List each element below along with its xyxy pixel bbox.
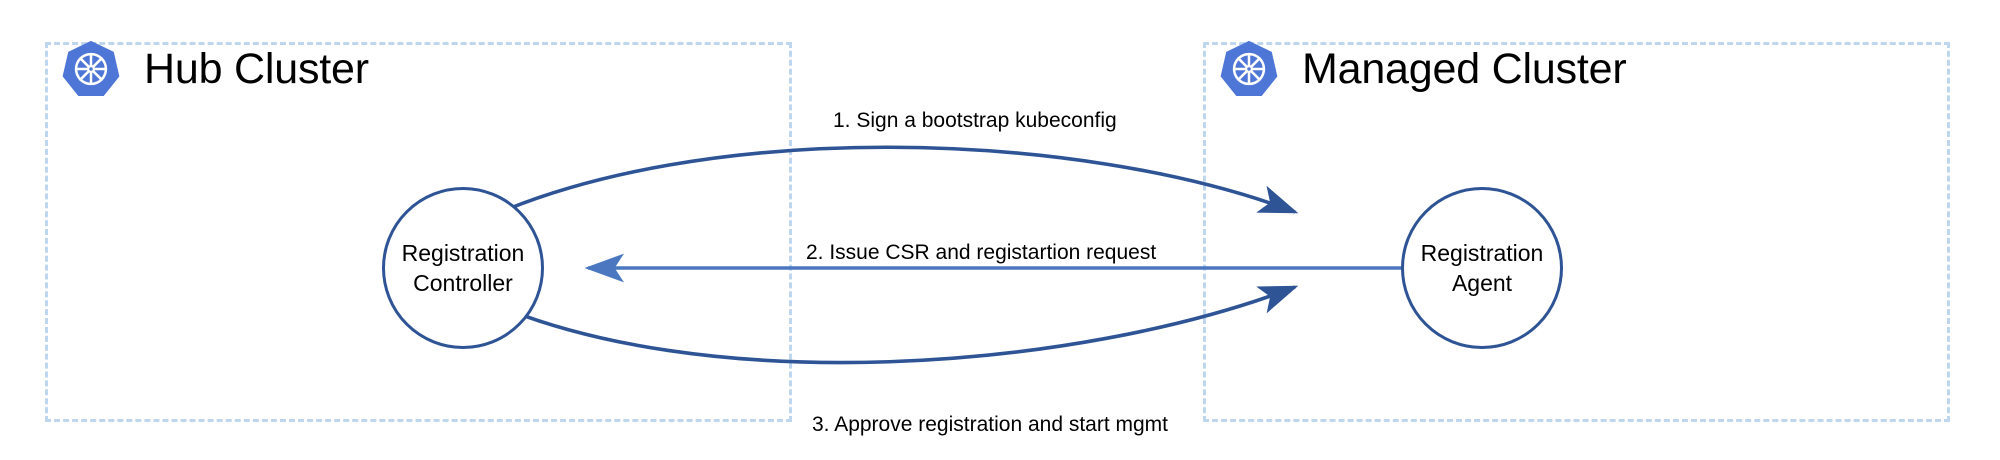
- registration-agent-node[interactable]: Registration Agent: [1401, 187, 1563, 349]
- registration-controller-label-line-1: Registration: [401, 239, 525, 266]
- managed-cluster-header: Managed Cluster: [1218, 38, 1627, 100]
- hub-cluster-boundary: [45, 42, 792, 422]
- hub-cluster-title: Hub Cluster: [144, 44, 369, 93]
- flow-label-step-1: 1. Sign a bootstrap kubeconfig: [833, 109, 1117, 132]
- registration-agent-label-line-2: Agent: [1451, 270, 1513, 296]
- registration-controller-label-line-2: Controller: [413, 270, 513, 296]
- managed-cluster-title: Managed Cluster: [1302, 44, 1627, 93]
- managed-cluster-boundary: [1203, 42, 1950, 422]
- kubernetes-icon: [1220, 40, 1278, 97]
- kubernetes-icon: [62, 40, 120, 97]
- flow-label-step-2: 2. Issue CSR and registartion request: [806, 241, 1157, 264]
- hub-cluster-header: Hub Cluster: [60, 38, 369, 100]
- flow-label-step-3: 3. Approve registration and start mgmt: [812, 413, 1169, 436]
- registration-controller-node[interactable]: Registration Controller: [382, 187, 544, 349]
- registration-agent-label-line-1: Registration: [1420, 239, 1544, 266]
